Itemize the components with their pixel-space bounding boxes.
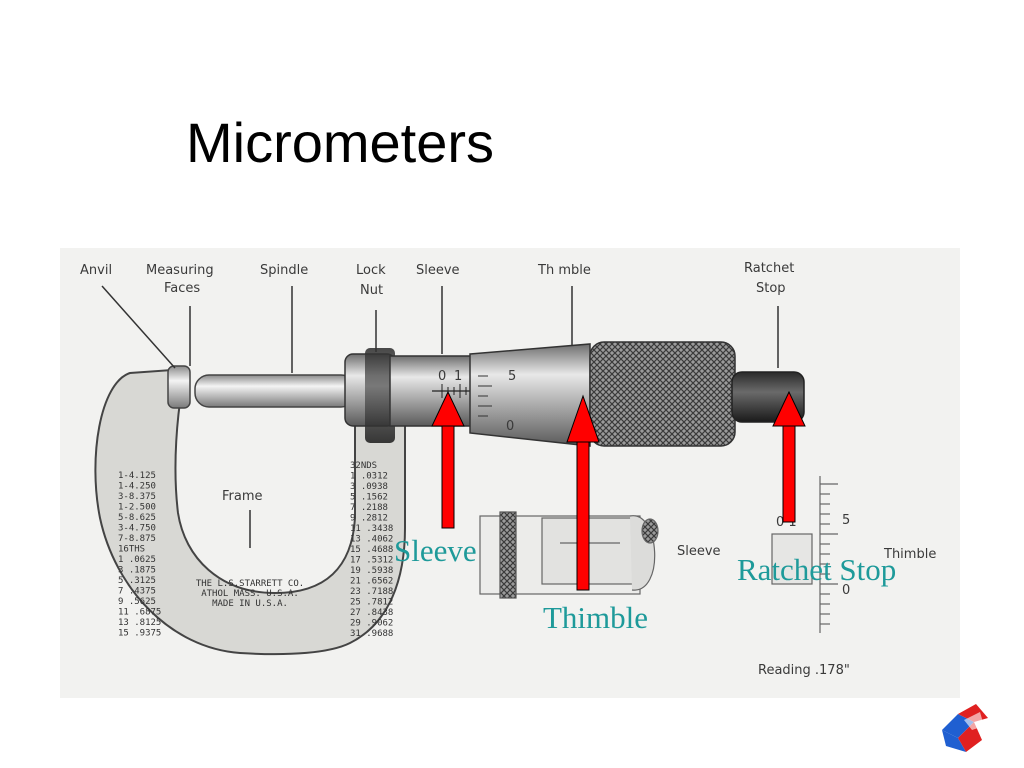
frame-table-entry: 3-8.375	[118, 492, 156, 502]
detail-mark-5: 5	[842, 513, 850, 528]
sleeve-mark-1: 1	[454, 369, 462, 384]
frame-table-entry: 9 .5625	[118, 597, 156, 607]
frame-table-entry: 32NDS	[350, 461, 377, 471]
micrometer-illustration: Anvil Measuring Faces Spindle Lock Nut S…	[60, 248, 960, 698]
frame-table-entry: 1-4.125	[118, 471, 156, 481]
frame-table-entry: 13 .4062	[350, 535, 393, 545]
frame-table-entry: 7 .4375	[118, 587, 156, 597]
frame-table-entry: 19 .5938	[350, 566, 393, 576]
spindle-shape	[194, 374, 356, 408]
frame-shape	[94, 368, 406, 656]
frame-table-entry: 29 .9062	[350, 619, 393, 629]
frame-table-entry: 7 .2188	[350, 503, 388, 513]
frame-table-entry: 5 .3125	[118, 576, 156, 586]
arrow-thimble	[566, 394, 600, 591]
label-frame: Frame	[222, 489, 263, 504]
thimble-mark-0: 0	[506, 419, 514, 434]
frame-table-left: 1-4.1251-4.2503-8.3751-2.5005-8.6253-4.7…	[118, 471, 161, 639]
frame-table-entry: 31 .9688	[350, 629, 393, 639]
label-sleeve-printed: Sleeve	[416, 263, 460, 278]
label-anvil: Anvil	[80, 263, 112, 278]
frame-table-entry: 3-4.750	[118, 524, 156, 534]
leader-lines	[101, 285, 779, 548]
frame-table-entry: 23 .7188	[350, 587, 393, 597]
frame-table-entry: 5 .1562	[350, 493, 388, 503]
label-measuring: Measuring	[146, 263, 214, 278]
label-spindle: Spindle	[260, 263, 308, 278]
frame-table-entry: 15 .9375	[118, 629, 161, 639]
frame-table-entry: 16THS	[118, 545, 145, 555]
detail-illustration	[479, 476, 838, 633]
overlay-label-sleeve: Sleeve	[394, 533, 477, 568]
thimble-shape	[469, 343, 591, 447]
micrometer-diagram: Anvil Measuring Faces Spindle Lock Nut S…	[60, 248, 960, 698]
frame-table-entry: 3 .1875	[118, 566, 156, 576]
frame-table-entry: 1 .0625	[118, 555, 156, 565]
label-lock: Lock	[356, 263, 386, 278]
frame-table-entry: ATHOL MASS. U.S.A.	[201, 589, 299, 599]
frame-table-entry: 9 .2812	[350, 514, 388, 524]
detail-mark-0: 0	[842, 583, 850, 598]
frame-table-entry: 13 .8125	[118, 618, 161, 628]
label-reading: Reading .178"	[758, 663, 850, 678]
arrow-ratchet-stop	[772, 390, 806, 523]
frame-table-entry: 15 .4688	[350, 545, 393, 555]
frame-table-entry: 1-2.500	[118, 503, 156, 513]
thimble-mark-5: 5	[508, 369, 516, 384]
label-stop: Stop	[756, 281, 786, 296]
label-nut: Nut	[360, 283, 383, 298]
frame-table-entry: 11 .6875	[118, 608, 161, 618]
label-faces: Faces	[164, 281, 200, 296]
frame-table-entry: 27 .8438	[350, 608, 393, 618]
frame-table-entry: 1-4.250	[118, 482, 156, 492]
frame-stamp: THE L.S.STARRETT CO.ATHOL MASS. U.S.A.MA…	[196, 579, 304, 609]
frame-table-entry: 1 .0312	[350, 472, 388, 482]
publisher-logo	[942, 704, 988, 752]
frame-table-entry: 21 .6562	[350, 577, 393, 587]
overlay-label-ratchet-stop: Ratchet Stop	[737, 552, 897, 587]
detail-thimble-label: Thimble	[883, 547, 936, 562]
frame-table-entry: THE L.S.STARRETT CO.	[196, 579, 304, 589]
frame-table-entry: 11 .3438	[350, 524, 393, 534]
frame-table-entry: 3 .0938	[350, 482, 388, 492]
frame-table-entry: 25 .7812	[350, 598, 393, 608]
frame-table-entry: 5-8.625	[118, 513, 156, 523]
overlay-label-thimble: Thimble	[543, 600, 649, 635]
knurled-grip-shape	[589, 341, 736, 447]
slide-title: Micrometers	[186, 111, 495, 174]
label-thimble-printed: Th mble	[537, 263, 591, 278]
sleeve-mark-0: 0	[438, 369, 446, 384]
frame-table-entry: 7-8.875	[118, 534, 156, 544]
detail-sleeve-label: Sleeve	[677, 544, 721, 559]
label-ratchet: Ratchet	[744, 261, 794, 276]
frame-table-entry: MADE IN U.S.A.	[212, 599, 288, 609]
frame-table-entry: 17 .5312	[350, 556, 393, 566]
anvil-shape	[167, 365, 191, 409]
arrow-sleeve	[431, 390, 465, 529]
